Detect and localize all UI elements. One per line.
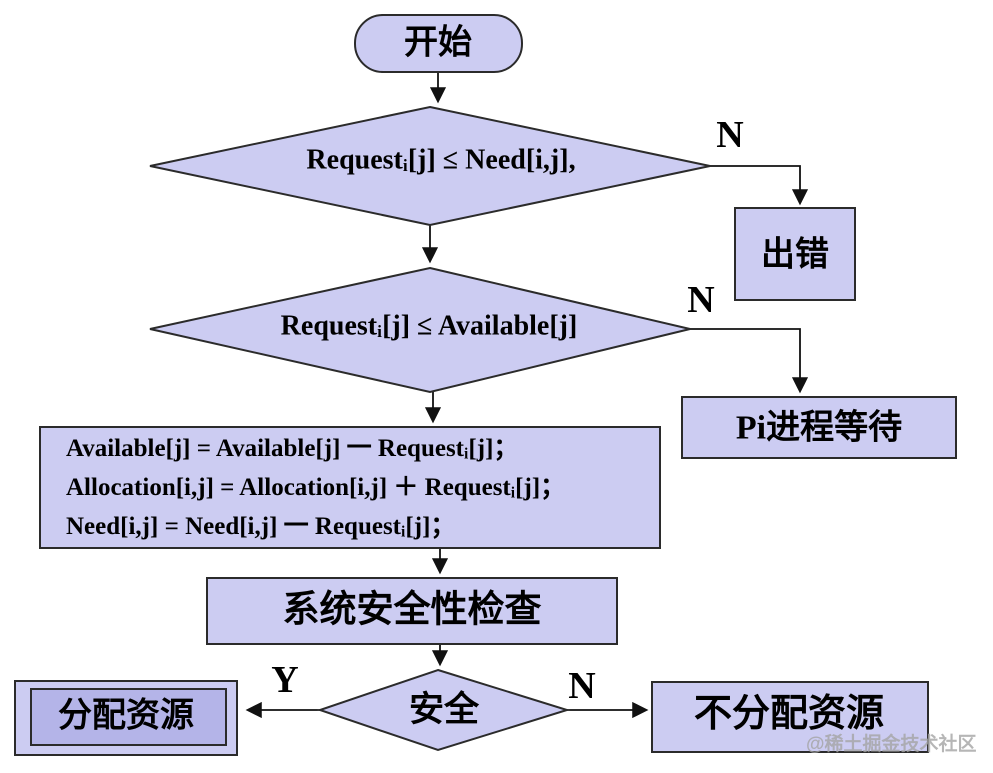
check-available-label: Requestᵢ[j] ≤ Available[j] — [280, 310, 578, 342]
update-available-line: Available[j] = Available[j] 一 Requestᵢ[j… — [66, 435, 519, 462]
check-available-diamond-shape — [149, 266, 691, 394]
start-label: 开始 — [404, 24, 472, 62]
edge-check-need-no-to-error — [710, 165, 809, 206]
update-need-line: Need[i,j] = Need[i,j] 一 Requestᵢ[j]； — [66, 513, 456, 540]
update-allocation-line: Allocation[i,j] = Allocation[i,j] ＋ Requ… — [66, 474, 566, 501]
edge-check-available-no-to-wait — [690, 328, 809, 394]
process-wait-box-shape — [681, 396, 957, 459]
error-label: 出错 — [761, 236, 829, 274]
safe-no-label: N — [568, 665, 596, 708]
check-need-no-label: N — [716, 114, 744, 157]
safe-yes-label: Y — [271, 659, 299, 702]
safe-label: 安全 — [408, 689, 480, 729]
not-allocate-box-shape — [651, 681, 929, 753]
start-terminator-shape — [354, 14, 523, 73]
safe-diamond-shape — [316, 668, 571, 752]
check-available-no-label: N — [687, 279, 715, 322]
safety-check-box-shape — [206, 577, 618, 645]
site-watermark: @稀土掘金技术社区 — [806, 734, 977, 755]
check-need-diamond-shape — [149, 105, 711, 227]
check-need-label: Requestᵢ[j] ≤ Need[i,j], — [306, 144, 576, 176]
process-wait-label: Pi进程等待 — [735, 409, 903, 447]
safety-check-label: 系统安全性检查 — [282, 589, 542, 631]
update-vectors-text-block: Available[j] = Available[j] 一 Requestᵢ[j… — [40, 427, 660, 548]
not-allocate-label: 不分配资源 — [693, 693, 885, 736]
allocate-inner-box-shape — [30, 688, 227, 746]
error-box-shape — [734, 207, 856, 301]
allocate-label: 分配资源 — [58, 697, 194, 735]
update-vectors-box-shape — [39, 426, 661, 549]
